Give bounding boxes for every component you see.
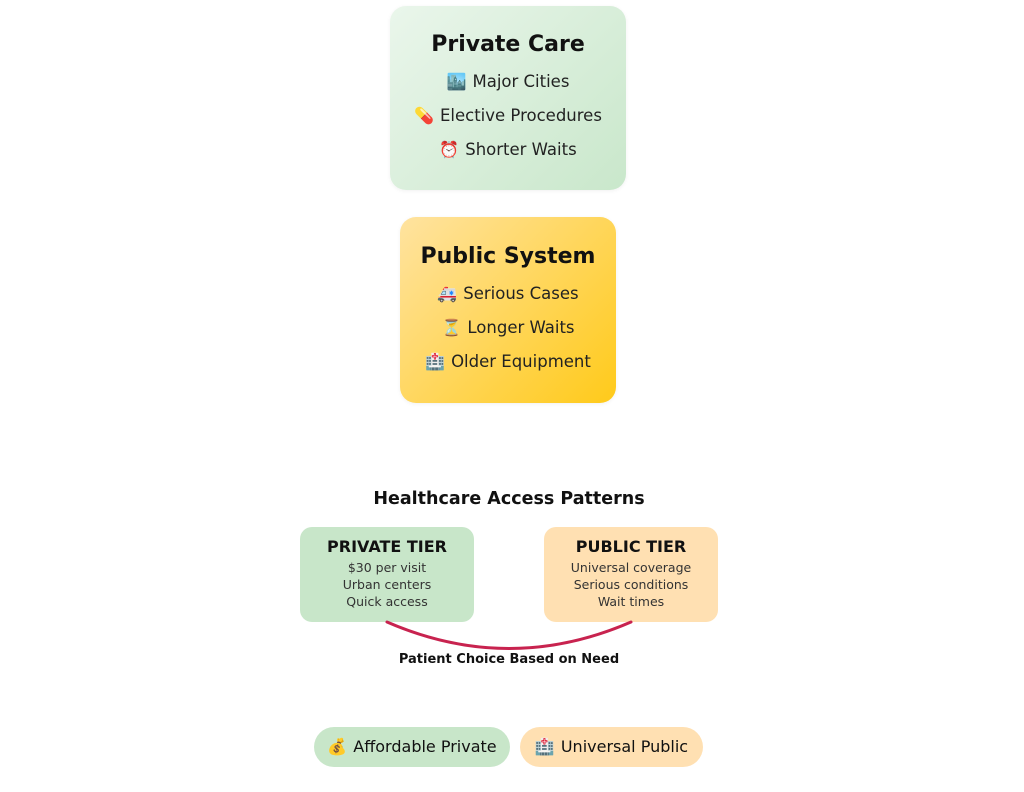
connector-path bbox=[385, 620, 633, 650]
item-label: Serious Cases bbox=[463, 284, 579, 303]
tier-line: Urban centers bbox=[342, 577, 432, 592]
public-system-title: Public System bbox=[420, 244, 596, 269]
public-tier-title: PUBLIC TIER bbox=[575, 537, 687, 556]
public-system-card: Public System 🚑 Serious Cases ⏳ Longer Wai… bbox=[400, 217, 616, 403]
tier-line: Quick access bbox=[346, 594, 428, 609]
tier-line: Universal coverage bbox=[570, 560, 692, 575]
money-bag-icon: 💰 bbox=[327, 737, 348, 756]
item-label: Major Cities bbox=[472, 72, 570, 91]
tier-line: Wait times bbox=[597, 594, 665, 609]
tier-line: $30 per visit bbox=[347, 560, 427, 575]
private-care-card: Private Care 🏙️ Major Cities 💊 Elective Pr… bbox=[390, 6, 626, 190]
ambulance-icon: 🚑 bbox=[437, 284, 458, 303]
list-item: ⏳ Longer Waits bbox=[400, 311, 616, 345]
connector-label: Patient Choice Based on Need bbox=[398, 652, 620, 667]
item-label: Longer Waits bbox=[467, 318, 575, 337]
access-patterns-title: Healthcare Access Patterns bbox=[373, 489, 645, 509]
list-item: 🚑 Serious Cases bbox=[400, 277, 616, 311]
private-tier-title: PRIVATE TIER bbox=[327, 537, 447, 556]
legend-label: Universal Public bbox=[560, 737, 689, 756]
list-item: 💊 Elective Procedures bbox=[390, 99, 626, 133]
legend-affordable-private: 💰 Affordable Private bbox=[314, 727, 510, 767]
list-item: 🏥 Older Equipment bbox=[400, 345, 616, 379]
list-item: 🏙️ Major Cities bbox=[390, 65, 626, 99]
hourglass-icon: ⏳ bbox=[441, 318, 462, 337]
legend-label: Affordable Private bbox=[353, 737, 497, 756]
alarm-clock-icon: ⏰ bbox=[439, 140, 460, 159]
item-label: Elective Procedures bbox=[439, 106, 602, 125]
hospital-icon: 🏥 bbox=[425, 352, 446, 371]
tier-line: Serious conditions bbox=[573, 577, 689, 592]
item-label: Shorter Waits bbox=[465, 140, 577, 159]
city-icon: 🏙️ bbox=[446, 72, 467, 91]
hospital-icon: 🏥 bbox=[534, 737, 555, 756]
legend-universal-public: 🏥 Universal Public bbox=[520, 727, 703, 767]
public-tier-box: PUBLIC TIER Universal coverage Serious c… bbox=[544, 527, 718, 622]
item-label: Older Equipment bbox=[451, 352, 591, 371]
list-item: ⏰ Shorter Waits bbox=[390, 133, 626, 167]
pill-icon: 💊 bbox=[414, 106, 434, 125]
private-tier-box: PRIVATE TIER $30 per visit Urban centers… bbox=[300, 527, 474, 622]
private-care-title: Private Care bbox=[431, 32, 585, 57]
